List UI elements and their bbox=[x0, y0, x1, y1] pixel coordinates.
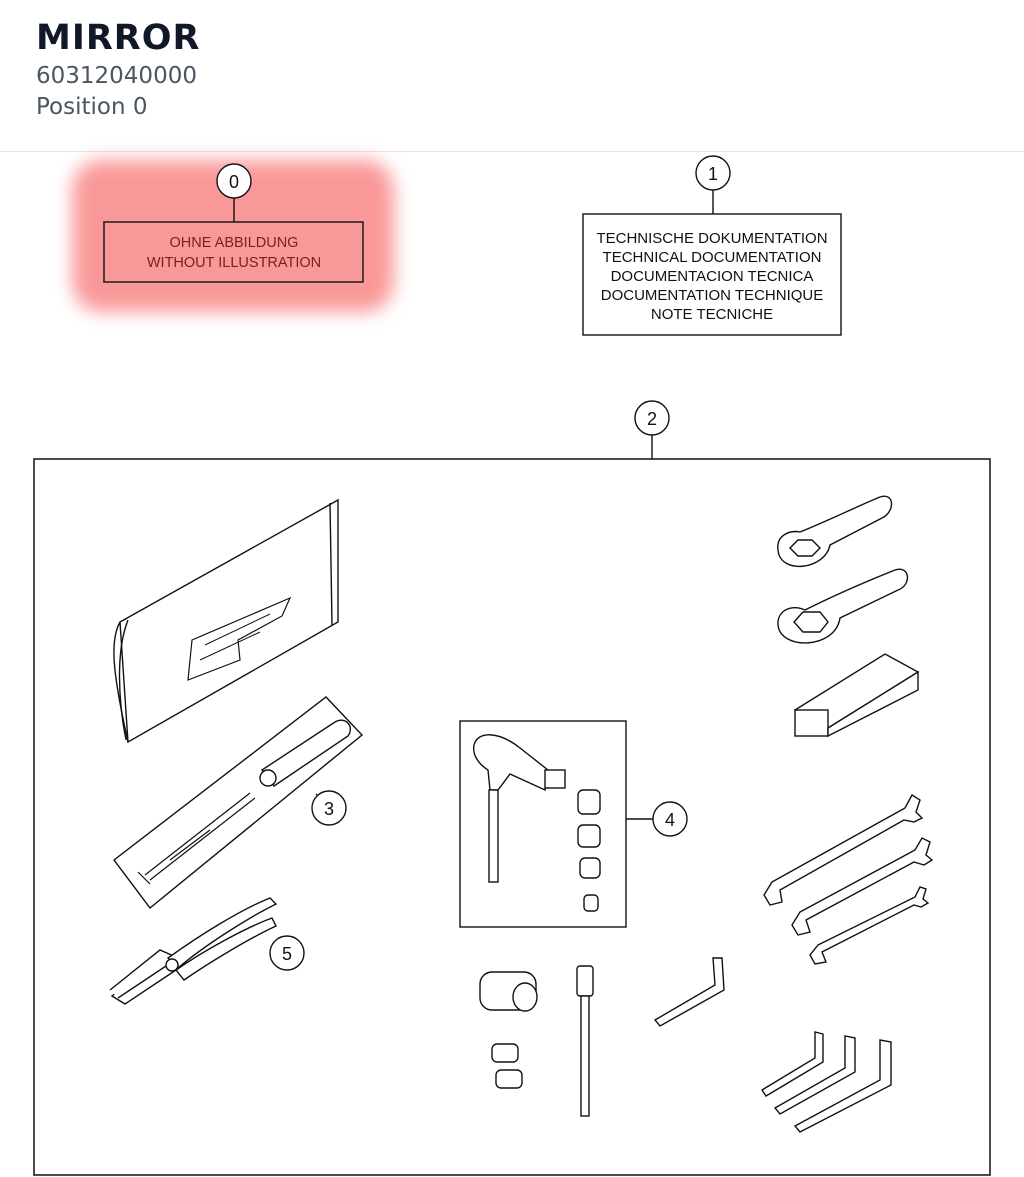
callout-5-label: 5 bbox=[282, 944, 292, 964]
technical-documentation-box bbox=[582, 213, 842, 336]
pliers-illustration bbox=[109, 897, 278, 1005]
hex-key-set-illustration bbox=[473, 734, 601, 912]
callout-2-label: 2 bbox=[647, 409, 657, 429]
callout-4[interactable]: 4 bbox=[652, 801, 688, 837]
allen-keys-illustration bbox=[761, 1031, 892, 1133]
position-label: Position 0 bbox=[36, 94, 148, 120]
part-number: 60312040000 bbox=[36, 63, 197, 89]
callout-1[interactable]: 1 bbox=[695, 155, 731, 191]
sockets-extension-illustration bbox=[479, 957, 725, 1117]
tech-doc-line-5: NOTE TECNICHE bbox=[651, 306, 773, 323]
callout-3-label: 3 bbox=[324, 799, 334, 819]
metal-bar-illustration bbox=[793, 653, 920, 738]
no-illustration-line-2: WITHOUT ILLUSTRATION bbox=[147, 255, 321, 271]
open-end-wrenches-illustration bbox=[763, 794, 934, 965]
callout-0[interactable]: 0 bbox=[216, 163, 252, 199]
callout-2[interactable]: 2 bbox=[634, 400, 670, 436]
callout-3[interactable]: 3 bbox=[311, 790, 347, 826]
position-0-highlight[interactable] bbox=[72, 160, 394, 312]
callout-0-label: 0 bbox=[229, 172, 239, 192]
ring-spanners-illustration bbox=[777, 495, 909, 644]
page-header: MIRROR 60312040000 Position 0 bbox=[0, 0, 1024, 152]
tech-doc-line-4: DOCUMENTATION TECHNIQUE bbox=[601, 287, 824, 304]
callout-1-label: 1 bbox=[708, 164, 718, 184]
page-title: MIRROR bbox=[36, 18, 201, 58]
tech-doc-line-1: TECHNISCHE DOKUMENTATION bbox=[596, 230, 827, 247]
tool-bag-illustration bbox=[113, 498, 339, 744]
no-illustration-box bbox=[103, 221, 364, 283]
callout-4-label: 4 bbox=[665, 810, 675, 830]
tech-doc-line-2: TECHNICAL DOCUMENTATION bbox=[603, 249, 822, 266]
tool-kit-frame bbox=[33, 458, 991, 1176]
tech-doc-line-3: DOCUMENTACION TECNICA bbox=[611, 268, 814, 285]
hex-key-set-box bbox=[459, 720, 627, 928]
no-illustration-line-1: OHNE ABBILDUNG bbox=[170, 235, 299, 251]
callout-5[interactable]: 5 bbox=[269, 935, 305, 971]
